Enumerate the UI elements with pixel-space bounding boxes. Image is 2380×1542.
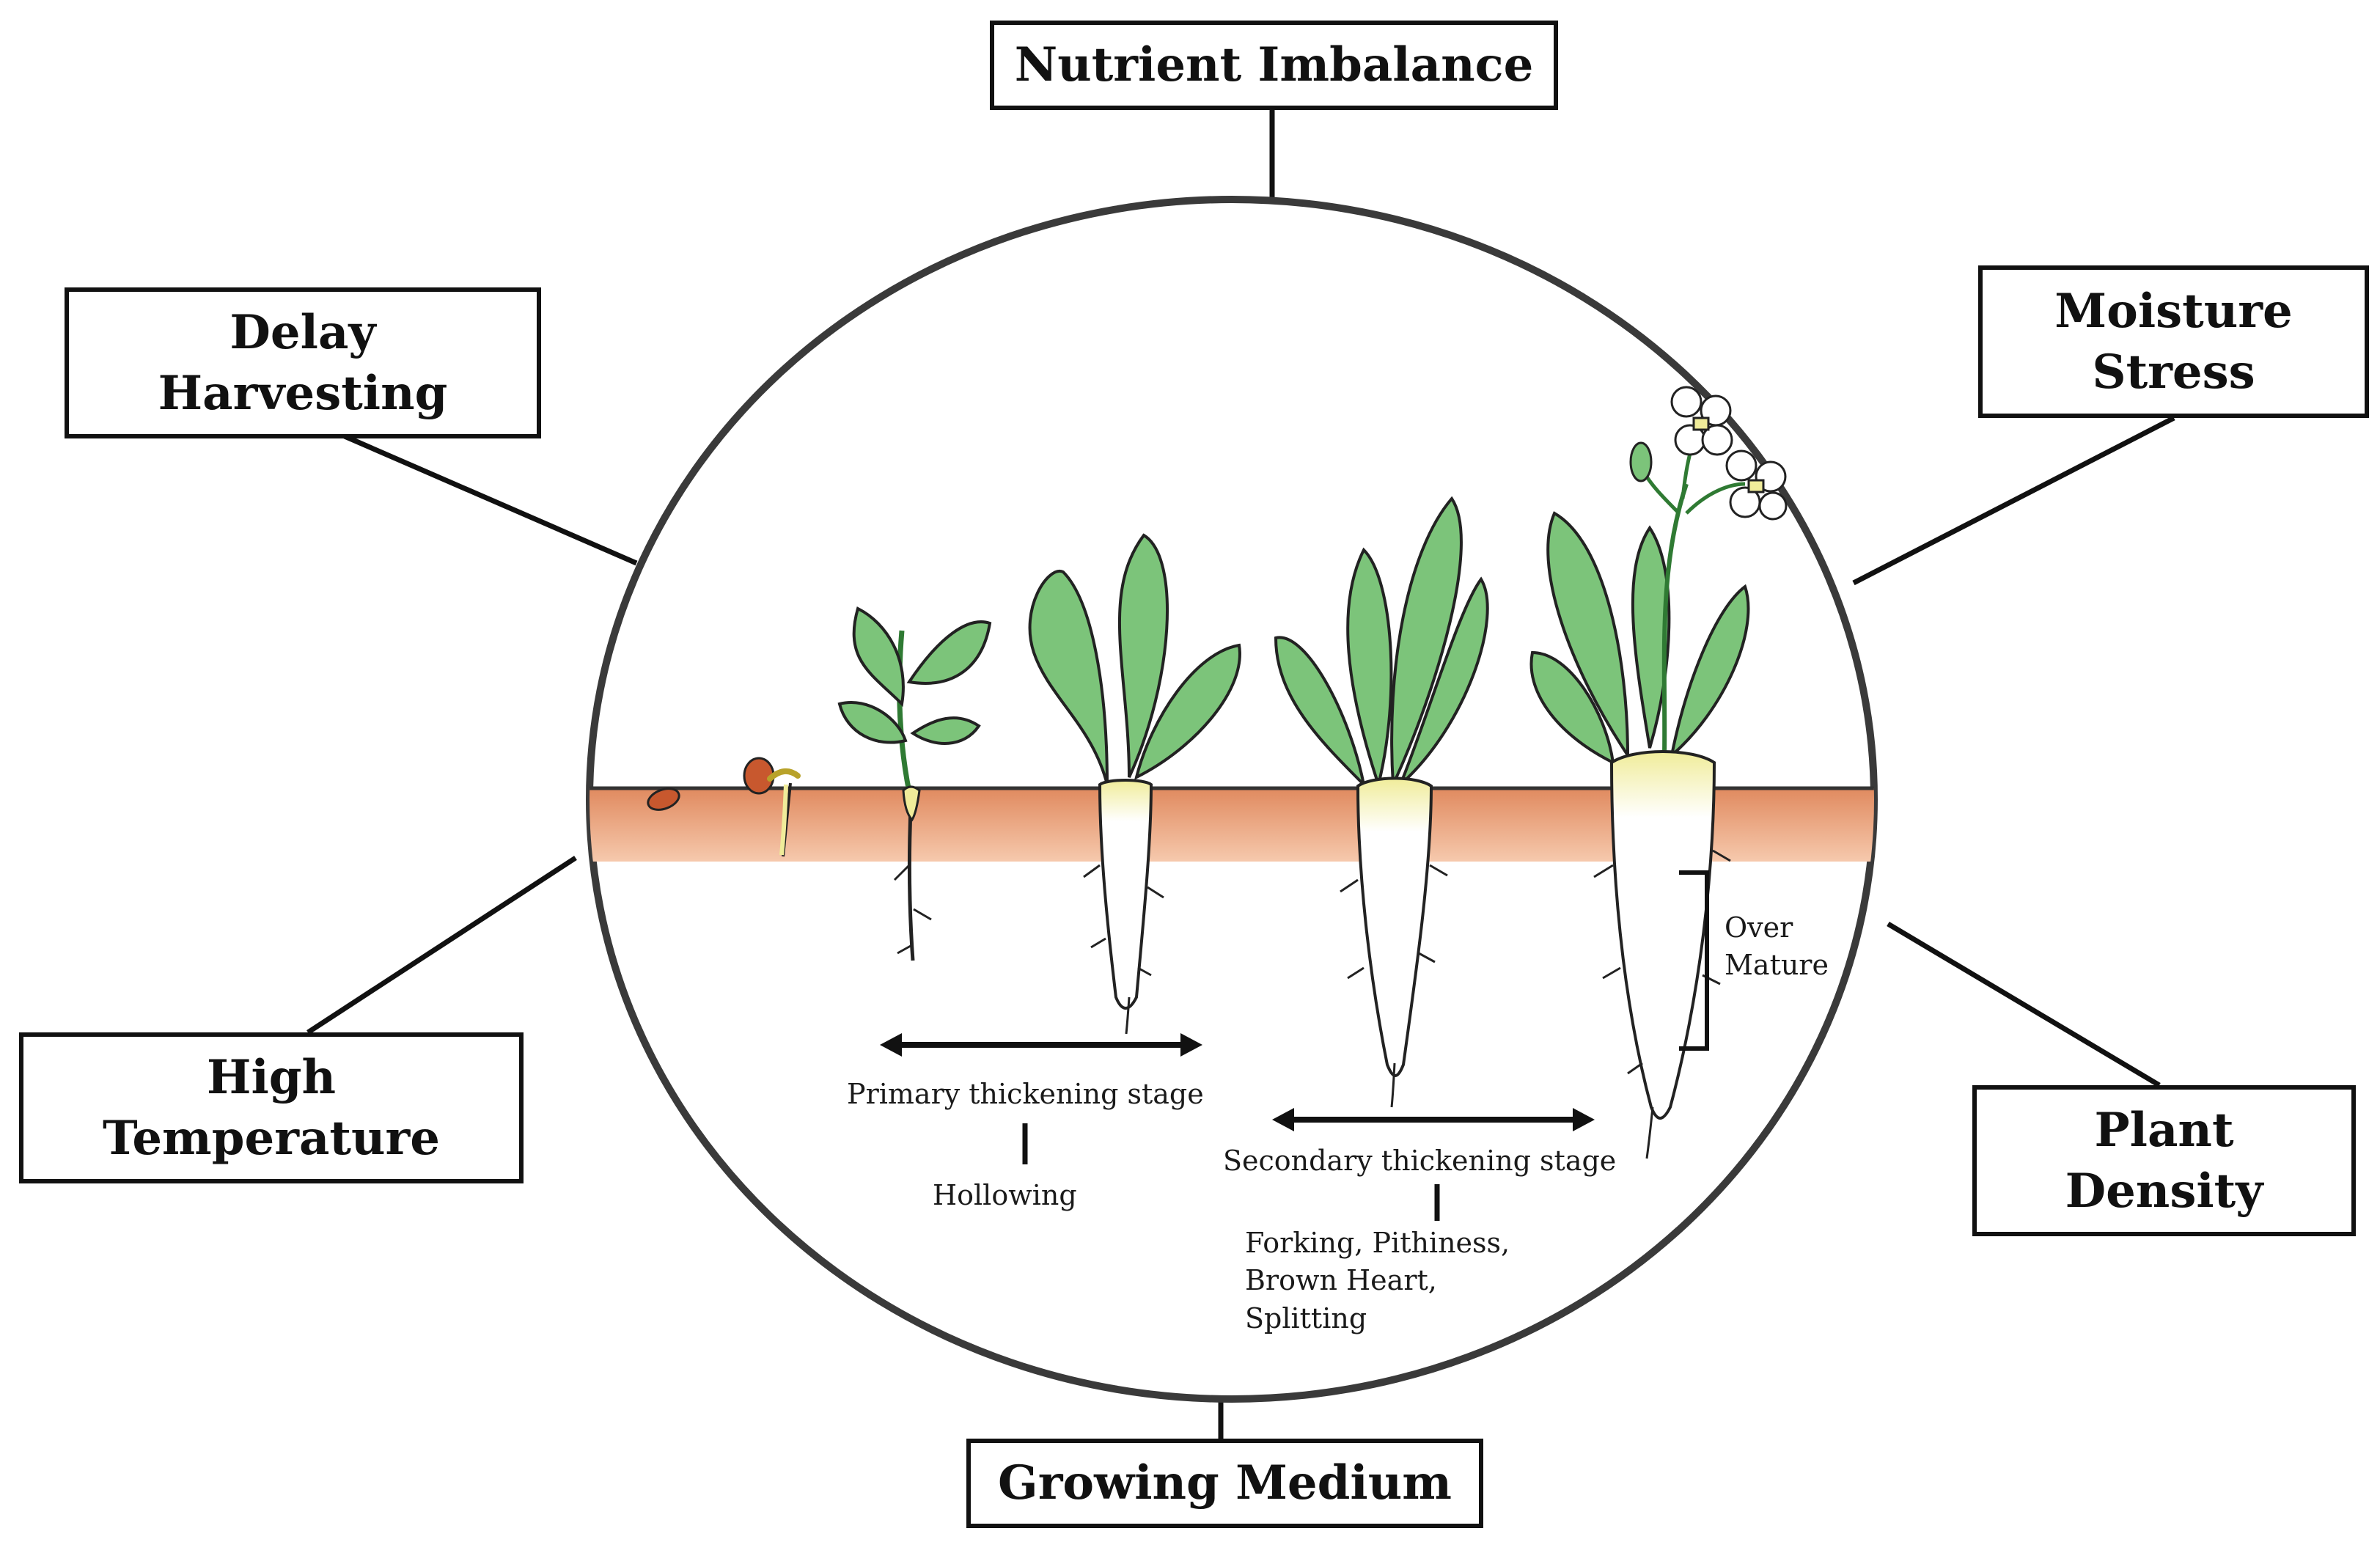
factor-label-line: High — [206, 1049, 337, 1105]
seedling-plant-icon — [837, 606, 992, 961]
over-mature-line: Over — [1725, 911, 1793, 944]
factor-label-line: Moisture — [2054, 283, 2293, 339]
factor-label-line: Plant — [2094, 1102, 2234, 1158]
connector-top-left — [343, 433, 638, 566]
disorder-line: Brown Heart, — [1245, 1264, 1437, 1297]
germinating-seed-icon — [743, 757, 801, 857]
factor-moisture-stress: Moisture Stress — [1978, 265, 2369, 418]
factor-plant-density: Plant Density — [1972, 1085, 2356, 1236]
factor-label-line: Temperature — [103, 1111, 440, 1166]
primary-stage-plant-icon — [1028, 533, 1241, 1035]
factor-label-line: Delay — [229, 304, 376, 360]
disorder-line: Splitting — [1245, 1301, 1367, 1334]
disorder-line: Forking, Pithiness, — [1245, 1227, 1510, 1259]
factor-high-temperature: High Temperature — [19, 1032, 524, 1183]
connector-top-right — [1852, 415, 2175, 586]
primary-stage-arrow — [880, 1033, 1202, 1057]
over-mature-label: Over Mature — [1725, 909, 1829, 985]
secondary-stage-plant-icon — [1274, 496, 1489, 1108]
secondary-stage-label: Secondary thickening stage — [1223, 1145, 1617, 1177]
over-mature-bracket — [1679, 870, 1709, 1051]
factor-label-line: Stress — [2092, 345, 2255, 400]
seed-icon — [647, 787, 680, 811]
factor-label-line: Growing Medium — [998, 1455, 1452, 1511]
secondary-stage-arrow — [1272, 1108, 1595, 1131]
factor-growing-medium: Growing Medium — [966, 1439, 1483, 1528]
factor-label-line: Density — [2065, 1164, 2263, 1219]
primary-stage-label: Primary thickening stage — [847, 1078, 1204, 1110]
factor-nutrient-imbalance: Nutrient Imbalance — [990, 21, 1558, 110]
flower-icon — [1725, 449, 1788, 521]
connector-bottom-right — [1887, 921, 2161, 1088]
secondary-disorders-label: Forking, Pithiness, Brown Heart, Splitti… — [1245, 1225, 1510, 1337]
factor-delay-harvesting: Delay Harvesting — [65, 287, 541, 438]
over-mature-plant-icon — [1529, 386, 1788, 1159]
over-mature-line: Mature — [1725, 949, 1829, 982]
factor-label-line: Nutrient Imbalance — [1014, 37, 1534, 93]
flower-icon — [1670, 386, 1733, 456]
hollowing-label: Hollowing — [933, 1179, 1077, 1211]
factor-label-line: Harvesting — [158, 366, 448, 421]
connector-bottom-left — [306, 856, 577, 1035]
